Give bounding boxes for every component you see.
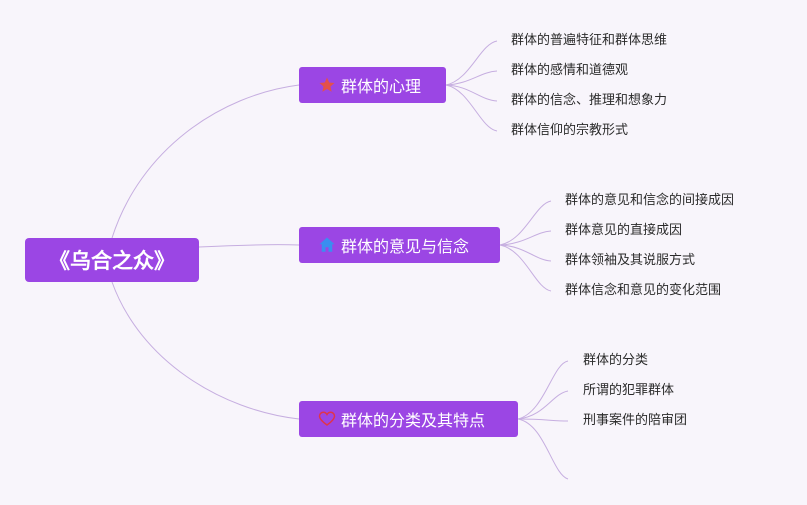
connector-b3-leaf-3	[517, 418, 569, 422]
connector-b2-leaf-2	[499, 230, 552, 246]
branch-node-opinions[interactable]: 群体的意见与信念	[299, 227, 500, 263]
connector-root-branch-3	[111, 281, 300, 420]
leaf-node[interactable]: 群体的意见和信念的间接成因	[565, 193, 735, 208]
connector-b1-leaf-1	[445, 40, 498, 86]
branch-label: 群体的心理	[341, 77, 422, 96]
connector-root-branch-2	[198, 244, 300, 248]
branch-node-psychology[interactable]: 群体的心理	[299, 67, 446, 103]
connector-b1-leaf-3	[445, 84, 498, 102]
house-icon	[317, 235, 337, 255]
branch-label: 群体的分类及其特点	[341, 411, 486, 430]
connector-b3-leaf-4	[517, 418, 569, 480]
leaf-node[interactable]: 群体的信念、推理和想象力	[511, 93, 668, 108]
root-label: 《乌合之众》	[49, 249, 175, 273]
star-icon	[317, 75, 337, 95]
connector-b1-leaf-4	[445, 84, 498, 132]
connector-b3-leaf-1	[517, 360, 569, 420]
connector-b2-leaf-4	[499, 244, 552, 292]
branch-node-classification[interactable]: 群体的分类及其特点	[299, 401, 518, 437]
leaf-node[interactable]: 群体的分类	[583, 353, 649, 368]
branch-label: 群体的意见与信念	[341, 237, 470, 256]
leaf-node[interactable]: 群体领袖及其说服方式	[565, 253, 696, 268]
leaf-node[interactable]: 所谓的犯罪群体	[583, 383, 675, 398]
heart-icon	[317, 409, 337, 429]
connector-b2-leaf-3	[499, 244, 552, 262]
leaf-node[interactable]: 群体信念和意见的变化范围	[565, 283, 722, 298]
leaf-node[interactable]: 群体的普遍特征和群体思维	[511, 33, 668, 48]
connector-b2-leaf-1	[499, 200, 552, 246]
connector-root-branch-1	[111, 84, 300, 239]
leaf-node[interactable]: 刑事案件的陪审团	[583, 413, 688, 428]
root-node[interactable]: 《乌合之众》	[25, 238, 199, 282]
leaf-node[interactable]: 群体的感情和道德观	[511, 63, 629, 78]
leaf-node[interactable]: 群体意见的直接成因	[565, 223, 683, 238]
connector-b3-leaf-2	[517, 390, 569, 420]
connector-b1-leaf-2	[445, 70, 498, 86]
leaf-node[interactable]: 群体信仰的宗教形式	[511, 123, 629, 138]
